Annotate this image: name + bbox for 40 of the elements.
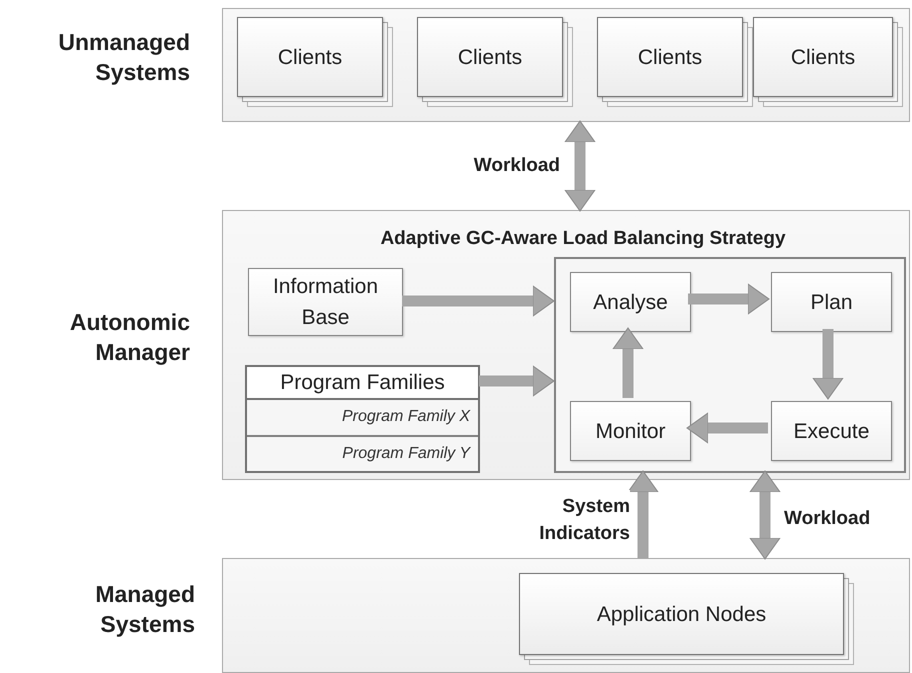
stacked-cards <box>753 17 903 107</box>
stacked-cards <box>237 17 393 107</box>
card-label: Clients <box>638 44 702 70</box>
loop-frame <box>554 257 906 473</box>
system-band <box>222 210 910 480</box>
list-table <box>245 365 480 473</box>
block-arrow <box>612 328 644 398</box>
table-row: Program Family Y <box>247 436 478 471</box>
box-label: Analyse <box>593 290 668 316</box>
band-heading: Managed Systems <box>94 580 195 639</box>
process-box <box>248 268 403 336</box>
card-label: Clients <box>790 44 856 70</box>
band-title: Adaptive GC-Aware Load Balancing Strategy <box>379 227 787 251</box>
box-label: Execute <box>794 418 870 444</box>
block-arrow <box>402 286 554 316</box>
block-arrow <box>812 329 844 400</box>
card-label: Application Nodes <box>596 602 766 628</box>
system-band <box>222 558 910 673</box>
block-arrow <box>750 470 780 560</box>
block-arrow <box>479 366 554 396</box>
stacked-cards <box>597 17 753 107</box>
stacked-cards <box>417 17 573 107</box>
box-label: Plan <box>810 290 853 316</box>
process-box <box>771 272 892 332</box>
box-label: Information Base <box>272 274 380 331</box>
process-box <box>771 401 892 461</box>
block-arrow <box>628 470 658 558</box>
box-label: Monitor <box>595 418 666 444</box>
band-heading: Autonomic Manager <box>68 308 190 367</box>
process-box <box>570 401 691 461</box>
block-arrow <box>686 412 768 444</box>
process-box <box>570 272 691 332</box>
block-arrow <box>688 284 770 314</box>
system-band <box>222 8 910 122</box>
band-heading: Unmanaged Systems <box>57 28 190 87</box>
block-arrow <box>564 120 596 212</box>
stacked-cards <box>519 573 854 665</box>
table-row: Program Family X <box>247 400 478 436</box>
card-label: Clients <box>458 44 522 70</box>
card-label: Clients <box>278 44 342 70</box>
